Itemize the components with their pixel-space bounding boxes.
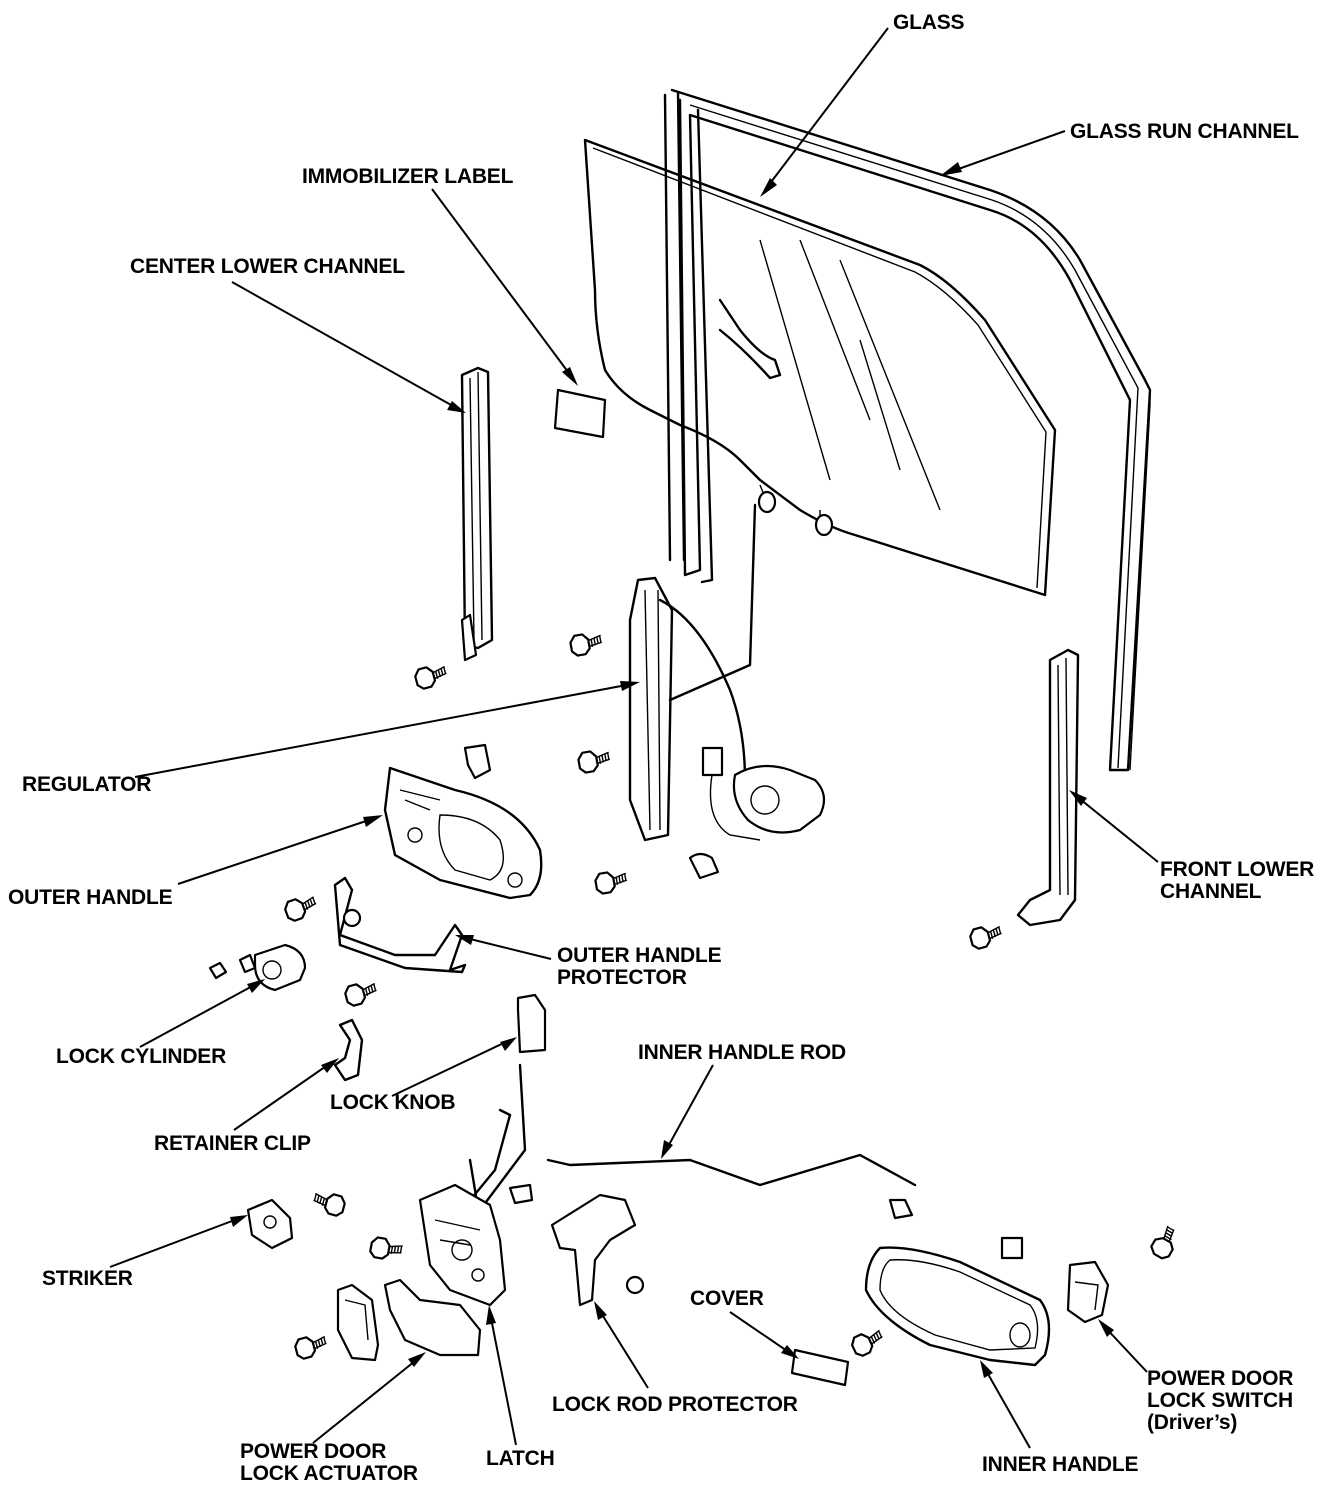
striker-part: [246, 1188, 348, 1250]
label-retainer-clip: RETAINER CLIP: [154, 1132, 311, 1155]
glass-part: [583, 138, 1057, 597]
label-cover: COVER: [690, 1287, 764, 1310]
lock-knob-part: [516, 993, 547, 1054]
outer-handle-protector-part: [282, 876, 467, 1009]
power-door-lock-actuator-part: [292, 1235, 482, 1362]
leader-lines: [109, 27, 1159, 1449]
label-striker: STRIKER: [42, 1267, 133, 1290]
outer-handle-part: [383, 766, 543, 900]
label-front-lower-channel: FRONT LOWER CHANNEL: [1160, 858, 1315, 903]
label-outer-handle-protector: OUTER HANDLE PROTECTOR: [557, 944, 722, 989]
label-inner-handle: INNER HANDLE: [982, 1453, 1139, 1476]
power-door-lock-switch-part: [1066, 1222, 1183, 1324]
rod-clip-part: [508, 1183, 534, 1205]
label-regulator: REGULATOR: [22, 773, 152, 796]
glass-run-channel-part: [663, 88, 1152, 772]
label-lock-cylinder: LOCK CYLINDER: [56, 1045, 227, 1068]
label-immobilizer-label: IMMOBILIZER LABEL: [302, 165, 514, 188]
front-lower-channel-part: [967, 648, 1080, 952]
label-power-door-lock-switch: POWER DOOR LOCK SWITCH (Driver’s): [1147, 1367, 1294, 1434]
retainer-clip-part: [333, 1018, 364, 1082]
inner-handle-part: [848, 1198, 1051, 1367]
lock-rod-protector-part: [550, 1193, 645, 1307]
label-inner-handle-rod: INNER HANDLE ROD: [638, 1041, 846, 1064]
label-power-door-lock-actuator: POWER DOOR LOCK ACTUATOR: [240, 1440, 418, 1485]
lock-cylinder-part: [208, 943, 307, 992]
label-center-lower-channel: CENTER LOWER CHANNEL: [130, 255, 405, 278]
label-glass: GLASS: [893, 11, 965, 34]
regulator-part: [568, 503, 826, 896]
label-lock-knob: LOCK KNOB: [330, 1091, 456, 1114]
cover-part: [790, 1348, 850, 1387]
inner-handle-rod-part: [546, 1153, 917, 1187]
immobilizer-label-part: [553, 388, 607, 439]
label-glass-run-channel: GLASS RUN CHANNEL: [1070, 120, 1299, 143]
small-clip-part: [463, 743, 492, 780]
center-lower-channel-part: [412, 366, 494, 692]
label-outer-handle: OUTER HANDLE: [8, 886, 173, 909]
label-latch: LATCH: [486, 1447, 555, 1470]
label-lock-rod-protector: LOCK ROD PROTECTOR: [552, 1393, 798, 1416]
latch-part: [418, 1183, 507, 1307]
glass-guide-strip: [696, 108, 782, 584]
